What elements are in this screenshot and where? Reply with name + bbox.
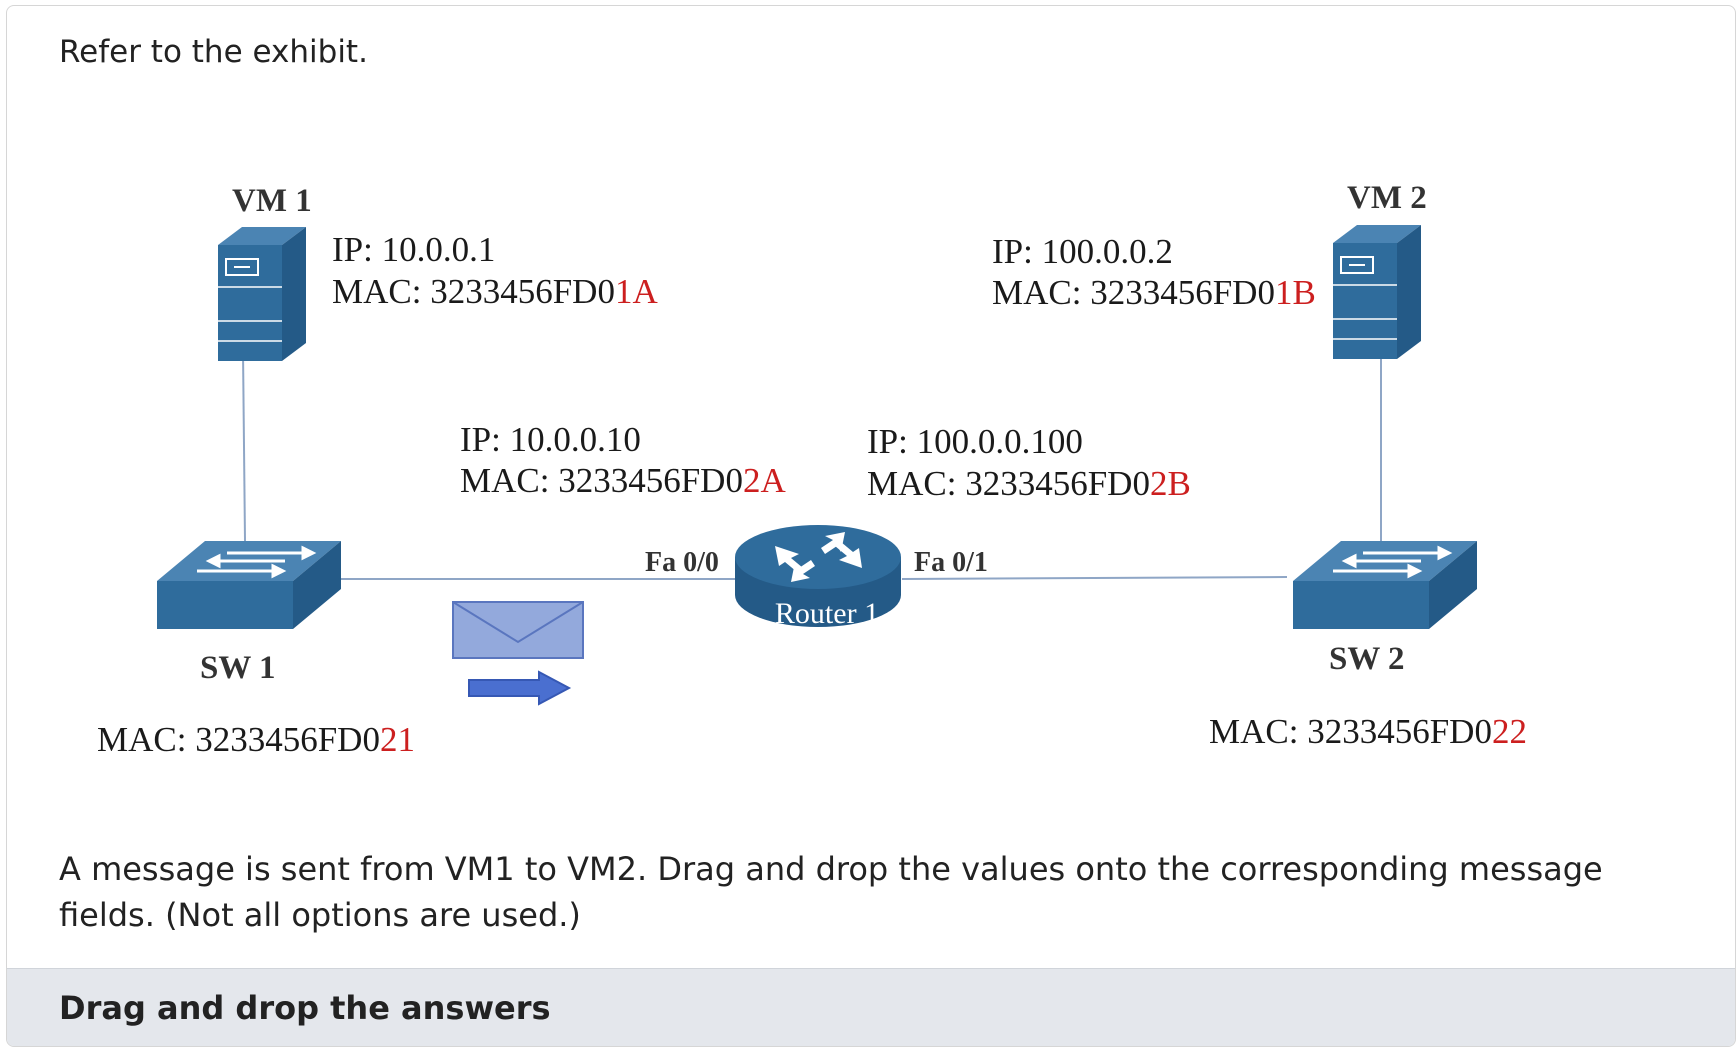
server-icon xyxy=(1333,225,1421,359)
prompt-text: Refer to the exhibit. xyxy=(59,34,368,70)
link-router-sw2 xyxy=(901,576,1288,580)
sw2-mac: MAC: 3233456FD022 xyxy=(1209,712,1527,751)
fa01-label: Fa 0/1 xyxy=(914,547,988,578)
link-vm1-sw1 xyxy=(242,350,246,542)
vm1-mac-suffix: 1A xyxy=(615,272,659,311)
fa01-mac-suffix: 2B xyxy=(1150,464,1191,503)
fa01-ip: IP: 100.0.0.100 xyxy=(867,422,1083,461)
sw2-mac-suffix: 22 xyxy=(1492,712,1527,751)
vm1-ip: IP: 10.0.0.1 xyxy=(332,230,495,269)
fa00-label: Fa 0/0 xyxy=(645,547,719,578)
sw2-mac-prefix: MAC: 3233456FD0 xyxy=(1209,712,1492,751)
envelope-icon xyxy=(452,601,584,659)
sw1-mac: MAC: 3233456FD021 xyxy=(97,720,415,759)
network-links xyxy=(242,350,1382,580)
sw2-name: SW 2 xyxy=(1329,641,1405,677)
arrow-right-icon xyxy=(468,670,572,706)
sw1-mac-suffix: 21 xyxy=(380,720,415,759)
answers-title: Drag and drop the answers xyxy=(59,989,551,1027)
vm2-mac-suffix: 1B xyxy=(1275,273,1316,312)
answers-header: Drag and drop the answers xyxy=(7,968,1735,1046)
sw1-name: SW 1 xyxy=(200,650,276,686)
vm1-mac: MAC: 3233456FD01A xyxy=(332,272,658,311)
vm1-mac-prefix: MAC: 3233456FD0 xyxy=(332,272,615,311)
router-icon: Router 1 xyxy=(735,525,901,630)
fa00-ip: IP: 10.0.0.10 xyxy=(460,420,641,459)
switch-icon xyxy=(157,541,341,629)
question-panel: Refer to the exhibit. xyxy=(6,5,1736,1047)
question-text: A message is sent from VM1 to VM2. Drag … xyxy=(59,850,1603,934)
fa00-mac-suffix: 2A xyxy=(743,461,787,500)
vm2-mac: MAC: 3233456FD01B xyxy=(992,273,1316,312)
fa01-mac-prefix: MAC: 3233456FD0 xyxy=(867,464,1150,503)
vm2-name: VM 2 xyxy=(1347,180,1427,216)
switch-icon xyxy=(1293,541,1477,629)
fa00-mac-prefix: MAC: 3233456FD0 xyxy=(460,461,743,500)
vm1-name: VM 1 xyxy=(232,183,312,219)
sw1-mac-prefix: MAC: 3233456FD0 xyxy=(97,720,380,759)
vm2-mac-prefix: MAC: 3233456FD0 xyxy=(992,273,1275,312)
vm2-ip: IP: 100.0.0.2 xyxy=(992,232,1173,271)
fa01-mac: MAC: 3233456FD02B xyxy=(867,464,1191,503)
router-label: Router 1 xyxy=(775,597,879,630)
server-icon xyxy=(218,227,306,361)
network-exhibit: Router 1 VM 1 IP: 10.0.0.1 MAC: 3233456F… xyxy=(97,180,1527,759)
fa00-mac: MAC: 3233456FD02A xyxy=(460,461,786,500)
